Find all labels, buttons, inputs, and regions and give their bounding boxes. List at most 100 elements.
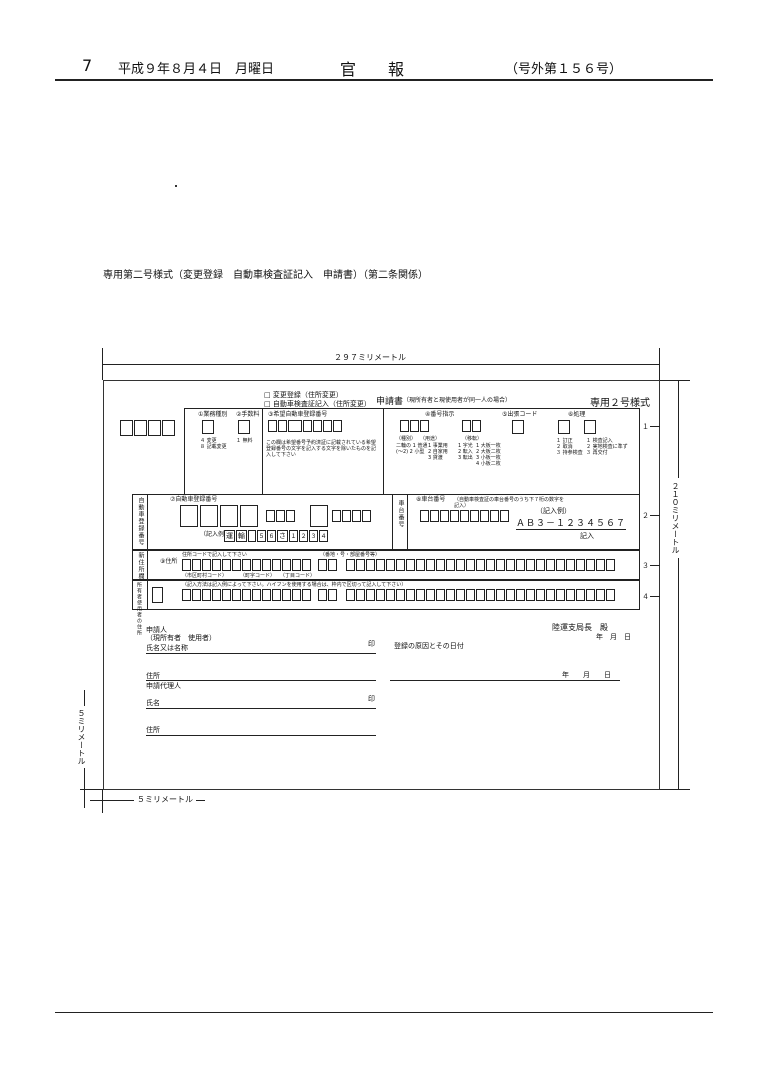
addr-cell[interactable]	[242, 559, 251, 571]
reason-line[interactable]	[390, 680, 620, 681]
addr-cell[interactable]	[606, 589, 615, 601]
addr-cell[interactable]	[536, 559, 545, 571]
chassis-cell[interactable]	[420, 510, 429, 522]
kibou-cell[interactable]	[333, 420, 342, 432]
owner-flag-box[interactable]	[152, 587, 163, 603]
addr-cell[interactable]	[436, 589, 445, 601]
agent-address-line[interactable]	[146, 735, 376, 736]
stamp-box[interactable]	[120, 420, 133, 436]
reg-cell[interactable]	[276, 510, 285, 522]
addr-cell[interactable]	[192, 559, 201, 571]
addr-cell[interactable]	[222, 589, 231, 601]
addr-cell[interactable]	[232, 589, 241, 601]
addr-cell[interactable]	[272, 559, 281, 571]
addr-cell[interactable]	[556, 559, 565, 571]
addr-cell[interactable]	[476, 589, 485, 601]
kibou-cell[interactable]	[288, 420, 302, 432]
reg-cell[interactable]	[342, 510, 351, 522]
addr-cell[interactable]	[346, 559, 355, 571]
reg-big-cell[interactable]	[220, 505, 238, 527]
addr-cell[interactable]	[292, 589, 301, 601]
reg-big-cell[interactable]	[200, 505, 218, 527]
bango-cell[interactable]	[462, 420, 471, 432]
addr-cell[interactable]	[546, 589, 555, 601]
shuccho-box[interactable]	[512, 420, 524, 434]
addr-cell[interactable]	[182, 559, 191, 571]
addr-cell[interactable]	[416, 559, 425, 571]
addr-cell[interactable]	[516, 559, 525, 571]
addr-cell[interactable]	[526, 559, 535, 571]
addr-cell[interactable]	[328, 589, 337, 601]
addr-cell[interactable]	[426, 589, 435, 601]
addr-cell[interactable]	[242, 589, 251, 601]
chassis-cell[interactable]	[470, 510, 479, 522]
addr-cell[interactable]	[202, 589, 211, 601]
addr-cell[interactable]	[606, 559, 615, 571]
chassis-cell[interactable]	[490, 510, 499, 522]
addr-cell[interactable]	[416, 589, 425, 601]
addr-cell[interactable]	[318, 589, 327, 601]
chassis-cell[interactable]	[500, 510, 509, 522]
stamp-box[interactable]	[162, 420, 175, 436]
addr-cell[interactable]	[516, 589, 525, 601]
addr-cell[interactable]	[366, 589, 375, 601]
addr-cell[interactable]	[596, 559, 605, 571]
shori-box-1[interactable]	[558, 420, 570, 434]
reg-cell[interactable]	[362, 510, 371, 522]
stamp-box[interactable]	[134, 420, 147, 436]
addr-cell[interactable]	[272, 589, 281, 601]
addr-cell[interactable]	[376, 559, 385, 571]
addr-cell[interactable]	[506, 589, 515, 601]
addr-cell[interactable]	[526, 589, 535, 601]
addr-cell[interactable]	[182, 589, 191, 601]
kibou-cell[interactable]	[313, 420, 322, 432]
addr-cell[interactable]	[292, 559, 301, 571]
addr-cell[interactable]	[536, 589, 545, 601]
addr-cell[interactable]	[586, 559, 595, 571]
addr-cell[interactable]	[556, 589, 565, 601]
addr-cell[interactable]	[446, 589, 455, 601]
addr-cell[interactable]	[252, 559, 261, 571]
kibou-cell[interactable]	[303, 420, 312, 432]
chassis-cell[interactable]	[450, 510, 459, 522]
addr-cell[interactable]	[596, 589, 605, 601]
addr-cell[interactable]	[318, 559, 327, 571]
shori-box-2[interactable]	[584, 420, 596, 434]
addr-cell[interactable]	[566, 589, 575, 601]
addr-cell[interactable]	[486, 559, 495, 571]
bango-cell[interactable]	[410, 420, 419, 432]
addr-cell[interactable]	[328, 559, 337, 571]
addr-cell[interactable]	[466, 559, 475, 571]
agent-name-line[interactable]	[146, 708, 376, 709]
reg-cell[interactable]	[352, 510, 361, 522]
addr-cell[interactable]	[222, 559, 231, 571]
addr-cell[interactable]	[252, 589, 261, 601]
addr-cell[interactable]	[466, 589, 475, 601]
addr-cell[interactable]	[262, 559, 271, 571]
addr-cell[interactable]	[356, 589, 365, 601]
addr-cell[interactable]	[476, 559, 485, 571]
addr-cell[interactable]	[546, 559, 555, 571]
reg-big-cell[interactable]	[240, 505, 258, 527]
gyomu-box[interactable]	[202, 420, 214, 434]
kibou-cell[interactable]	[278, 420, 287, 432]
addr-cell[interactable]	[456, 559, 465, 571]
stamp-box[interactable]	[148, 420, 161, 436]
addr-cell[interactable]	[282, 559, 291, 571]
addr-cell[interactable]	[366, 559, 375, 571]
addr-cell[interactable]	[386, 559, 395, 571]
bango-cell[interactable]	[472, 420, 481, 432]
addr-cell[interactable]	[346, 589, 355, 601]
bango-cell[interactable]	[420, 420, 429, 432]
addr-cell[interactable]	[506, 559, 515, 571]
reg-big-cell[interactable]	[180, 505, 198, 527]
kibou-cell[interactable]	[268, 420, 277, 432]
bango-cell[interactable]	[400, 420, 409, 432]
reg-cell[interactable]	[332, 510, 341, 522]
applicant-address-line[interactable]	[146, 680, 376, 681]
addr-cell[interactable]	[586, 589, 595, 601]
addr-cell[interactable]	[496, 559, 505, 571]
addr-cell[interactable]	[302, 559, 311, 571]
applicant-name-line[interactable]	[146, 653, 376, 654]
addr-cell[interactable]	[302, 589, 311, 601]
